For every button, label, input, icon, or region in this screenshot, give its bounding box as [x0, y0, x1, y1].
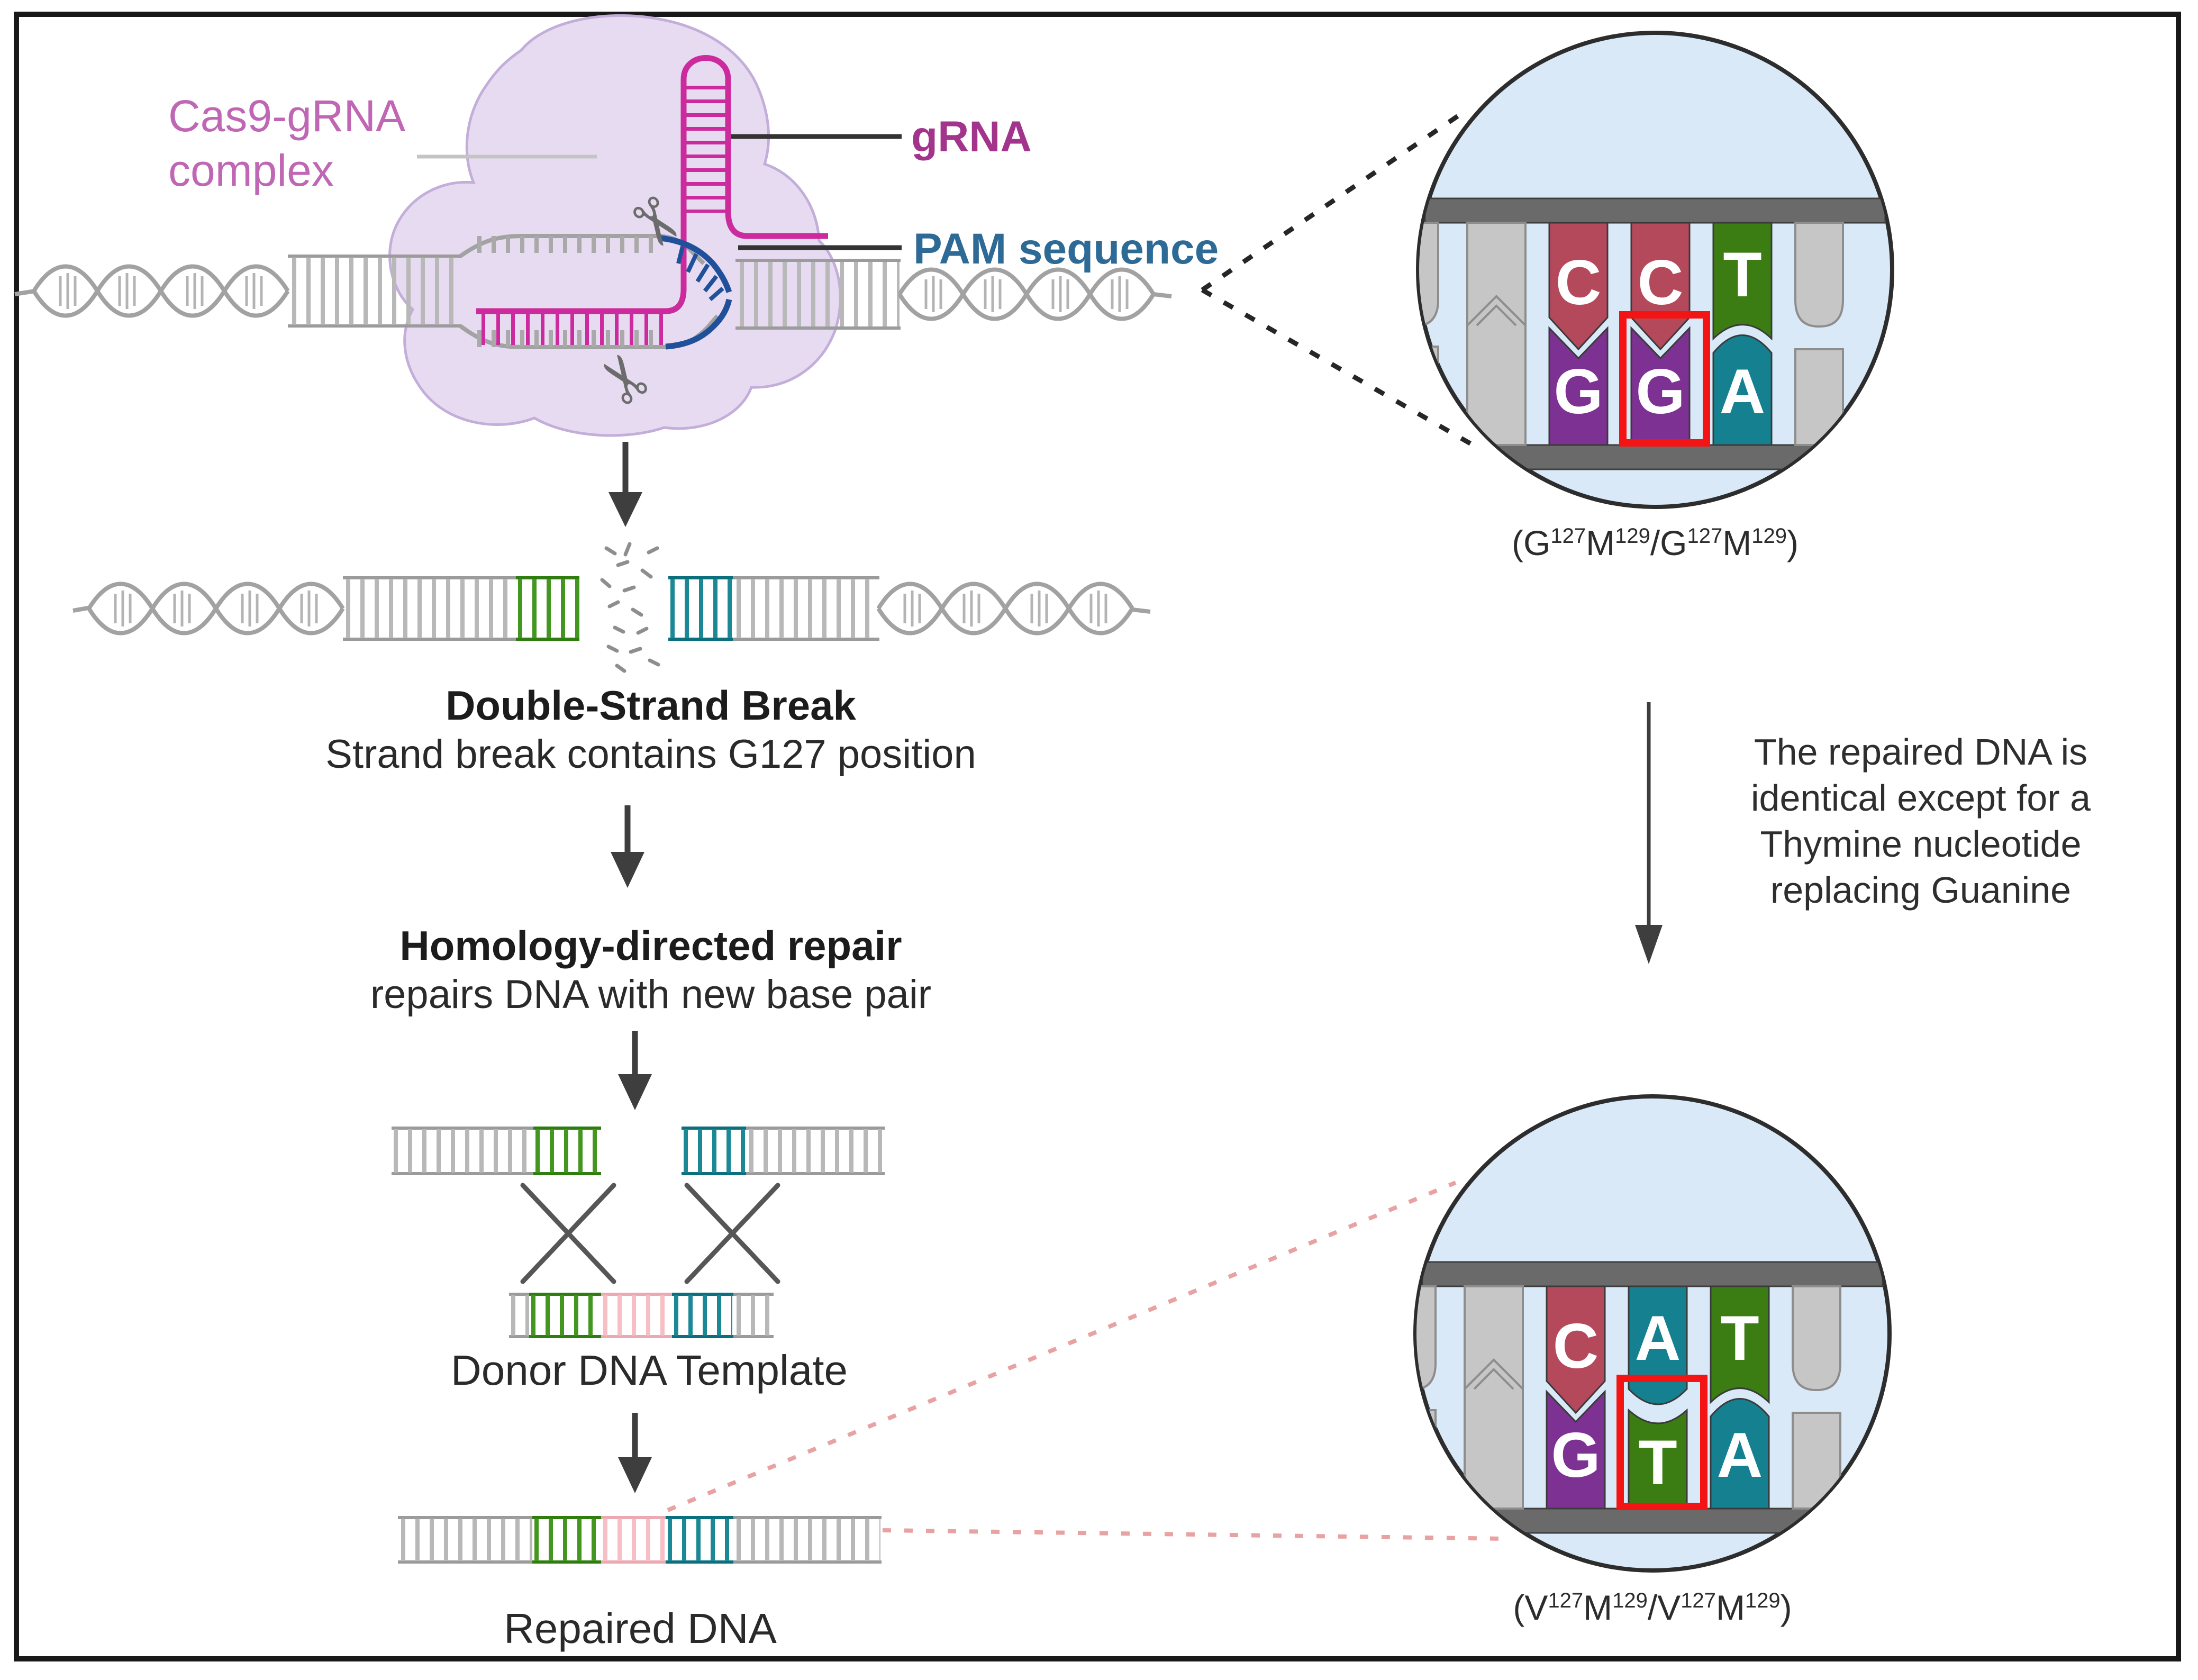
repaired-ladder	[398, 1516, 882, 1564]
repair-note: The repaired DNA is identical except for…	[1709, 729, 2132, 913]
bottom-inset-caption: (V127M129/V127M129)	[1513, 1588, 1792, 1627]
base-letter: C	[1556, 247, 1602, 318]
break-debris	[600, 542, 660, 673]
highlight-box	[1619, 311, 1710, 447]
bottom-inset-circle: C A T G T A	[1413, 1094, 1892, 1573]
base-letter: C	[1553, 1311, 1599, 1382]
base-letter: G	[1636, 356, 1685, 427]
hdr-subtitle: repairs DNA with new base pair	[370, 972, 932, 1017]
nucleotide-card	[1792, 1412, 1841, 1510]
cas9-complex-label-line2: complex	[168, 146, 334, 195]
base-letter: T	[1723, 239, 1761, 310]
grna-strand	[476, 55, 828, 345]
nucleotide-card	[1419, 222, 1439, 328]
repair-note-line: Thymine nucleotide	[1760, 823, 2082, 865]
down-arrow-1	[608, 442, 642, 527]
nucleotide-card-adenine	[1710, 1398, 1770, 1510]
down-arrow-note	[1635, 702, 1663, 964]
broken-dna	[72, 542, 1151, 673]
fragment-right	[682, 1127, 885, 1175]
nucleotide-card-thymine	[1712, 222, 1773, 341]
backbone-bar-top	[1424, 197, 1886, 224]
hdr-title: Homology-directed repair	[399, 922, 902, 969]
down-arrow-3	[618, 1031, 652, 1110]
pam-sequence-label: PAM sequence	[913, 225, 1219, 273]
top-inset-caption: (G127M129/G127M129)	[1512, 523, 1799, 562]
crossover-x-right	[684, 1183, 780, 1284]
nucleotide-card-adenine	[1712, 334, 1773, 446]
cas9-complex-label: Cas9-gRNA complex	[168, 89, 405, 198]
top-inset-circle: C C T G G A	[1416, 31, 1894, 509]
donor-template-label: Donor DNA Template	[451, 1347, 848, 1394]
grna-label: gRNA	[911, 113, 1032, 161]
base-letter: G	[1551, 1420, 1600, 1491]
cas9-complex-label-line1: Cas9-gRNA	[168, 91, 406, 141]
backbone-bar-top	[1421, 1261, 1884, 1287]
base-letter: C	[1638, 247, 1684, 318]
fragment-left	[392, 1127, 601, 1175]
nucleotide-card	[1792, 1285, 1841, 1391]
nucleotide-card-cytosine	[1546, 1285, 1606, 1414]
highlight-box	[1616, 1375, 1707, 1510]
nucleotide-card-thymine	[1628, 1408, 1688, 1510]
repair-note-line: replacing Guanine	[1770, 869, 2072, 911]
base-letter: A	[1717, 1420, 1763, 1491]
donor-ladder	[509, 1293, 774, 1338]
repair-note-line: The repaired DNA is	[1754, 731, 2088, 773]
base-letter: T	[1638, 1427, 1677, 1498]
nucleotide-card	[1464, 1358, 1524, 1510]
nucleotide-card-guanine	[1546, 1390, 1606, 1510]
zoom-cone-red	[667, 1180, 1505, 1541]
nucleotide-card	[1466, 295, 1527, 446]
base-letter: A	[1720, 356, 1766, 427]
base-letter: G	[1554, 356, 1603, 427]
nucleotide-card	[1794, 222, 1844, 328]
nucleotide-card-thymine	[1710, 1285, 1770, 1404]
base-letter: A	[1635, 1303, 1681, 1374]
down-arrow-4	[618, 1413, 652, 1493]
base-letter: T	[1720, 1303, 1759, 1374]
nucleotide-card	[1794, 348, 1844, 446]
dsb-subtitle: Strand break contains G127 position	[325, 732, 976, 777]
repair-note-line: identical except for a	[1750, 777, 2091, 819]
crossover-x-left	[520, 1183, 616, 1284]
zoom-cone-black	[1201, 112, 1481, 451]
down-arrow-2	[611, 805, 644, 888]
nucleotide-card-cytosine	[1548, 222, 1609, 351]
dsb-title: Double-Strand Break	[446, 682, 856, 729]
nucleotide-card-guanine	[1548, 326, 1609, 446]
figure-border	[14, 12, 2181, 1661]
pam-strand	[660, 235, 732, 350]
repaired-dna-label: Repaired DNA	[504, 1605, 777, 1652]
nucleotide-card	[1416, 1285, 1437, 1391]
